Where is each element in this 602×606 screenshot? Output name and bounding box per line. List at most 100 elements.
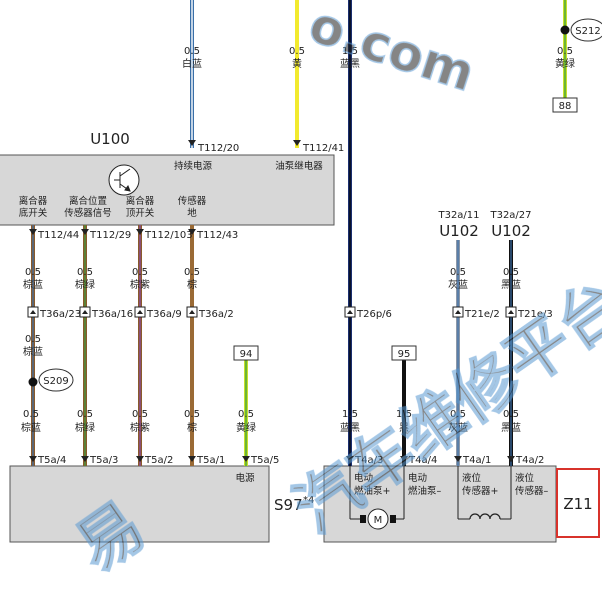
watermark-top: o.com (302, 0, 481, 103)
connector-95-box (391, 345, 417, 361)
wire-mid-1b-size: 0.5 (25, 334, 41, 345)
z11-pin-2: T4a/4 (408, 455, 437, 466)
u100-module-box (0, 154, 335, 226)
splice-s212-bubble (570, 18, 602, 42)
inline-connector-arrows (30, 310, 514, 314)
transistor-icon (108, 164, 140, 196)
z11-pin-1: T4a/3 (354, 455, 383, 466)
wire-mid-4-size: 0.5 (184, 267, 200, 278)
wire-low-1-size: 0.5 (23, 409, 39, 420)
mid-conn-6: T21e/2 (464, 309, 500, 320)
z11-pin-3: T4a/1 (462, 455, 491, 466)
wire-low-7-size: 1.5 (396, 409, 412, 420)
mid-conn-1: T36a/23 (39, 309, 81, 320)
z11-module-box (323, 465, 557, 543)
wire-low-8-size: 0.5 (450, 409, 466, 420)
u100-bl-3a: 离合器 (126, 195, 155, 207)
z11-lbl-3b: 传感器+ (462, 485, 498, 497)
u100-bl-2a: 离合位置 (69, 195, 107, 207)
wire-top-3-color: 蓝黑 (340, 58, 360, 70)
connector-94-box (233, 345, 259, 361)
u100-pin-b-1: T112/44 (37, 230, 79, 241)
u100-bl-1b: 底开关 (19, 207, 48, 219)
wire-low-8-color: 灰蓝 (448, 421, 468, 434)
u100-bl-3b: 顶开关 (126, 207, 155, 219)
wire-mid-2-color: 棕绿 (75, 278, 95, 291)
wire-mid-4-color: 棕 (187, 278, 197, 291)
z11-lbl-1b: 燃油泵+ (354, 485, 390, 497)
pin-arrows (29, 140, 515, 462)
wire-mid-1b-color: 棕蓝 (23, 345, 43, 358)
z11-lbl-1a: 电动 (354, 472, 373, 484)
z11-internal-lines (349, 466, 512, 520)
u102-label-1: U102 (439, 222, 479, 240)
wire-top-4-size: 0.5 (557, 46, 573, 57)
wire-low-5-color: 黄绿 (236, 421, 256, 434)
wire-top-1-size: 0.5 (184, 46, 200, 57)
s97-pin-5: T5a/5 (250, 455, 279, 466)
wire-low-9-size: 0.5 (503, 409, 519, 420)
wire-low-7-color: 黑 (399, 422, 409, 434)
z11-lbl-4b: 传感器– (515, 485, 549, 497)
mid-conn-4: T36a/2 (198, 309, 234, 320)
u102-pin-2: T32a/27 (489, 210, 531, 221)
mid-conn-2: T36a/16 (91, 309, 133, 320)
u100-func-2: 油泵继电器 (275, 160, 323, 172)
wire-low-1-color: 棕蓝 (21, 421, 41, 434)
s97-pin-3: T5a/2 (144, 455, 173, 466)
connector-88-label: 88 (559, 101, 572, 112)
wire-low-6-size: 1.5 (342, 409, 358, 420)
s97-label: S97 (274, 496, 303, 514)
splice-s209-bubble (38, 368, 74, 392)
wire-top-1-color: 白蓝 (182, 57, 202, 70)
splice-s212-label: S212 (575, 26, 600, 37)
u100-func-1: 持续电源 (174, 160, 213, 172)
z11-lbl-2b: 燃油泵– (408, 485, 442, 497)
s97-module-box (9, 465, 270, 543)
wire-mid-5-size: 0.5 (450, 267, 466, 278)
z11-pin-4: T4a/2 (515, 455, 544, 466)
wire-top-2-color: 黄 (292, 57, 302, 70)
u100-pin-b-4: T112/43 (196, 230, 238, 241)
u100-pin-top-1: T112/20 (197, 143, 239, 154)
wire-low-4-size: 0.5 (184, 409, 200, 420)
u102-label-2: U102 (491, 222, 531, 240)
u100-label: U100 (90, 130, 130, 148)
motor-icon: M (360, 508, 396, 530)
connector-95-label: 95 (398, 349, 411, 360)
u100-bl-2b: 传感器信号 (64, 207, 112, 219)
u100-pin-top-2: T112/41 (302, 143, 344, 154)
wire-low-6-color: 蓝黑 (340, 422, 360, 434)
wire-mid-5-color: 灰蓝 (448, 278, 468, 291)
splice-s209-dot (28, 377, 38, 387)
wire-low-3-color: 棕紫 (130, 421, 150, 434)
wire-mid-1-color: 棕蓝 (23, 278, 43, 291)
wire-mid-3-size: 0.5 (132, 267, 148, 278)
wire-top-4-color: 黄绿 (555, 57, 575, 70)
s97-sup: *4 (303, 495, 314, 506)
u102-pin-1: T32a/11 (437, 210, 479, 221)
s97-pin-2: T5a/3 (89, 455, 118, 466)
s97-power-label: 电源 (235, 472, 255, 484)
wire-mid-6-size: 0.5 (503, 267, 519, 278)
splice-s212-dot (560, 25, 570, 35)
wire-mid-3-color: 棕紫 (130, 278, 150, 291)
z11-highlight-box (556, 468, 600, 538)
u100-bl-1a: 离合器 (19, 195, 48, 207)
wire-low-9-color: 黑蓝 (501, 422, 521, 434)
motor-label: M (374, 515, 383, 526)
wire-low-4-color: 棕 (187, 421, 197, 434)
wire-mid-2-size: 0.5 (77, 267, 93, 278)
coil-icon (469, 513, 501, 520)
wire-top-3-size: 1.5 (342, 46, 358, 57)
connector-88-box (552, 97, 578, 113)
connector-94-label: 94 (240, 349, 253, 360)
wire-low-2-color: 棕绿 (75, 421, 95, 434)
u100-pin-b-3: T112/103 (144, 230, 193, 241)
u100-bl-4a: 传感器 (178, 195, 207, 207)
mid-conn-7: T21e/3 (517, 309, 553, 320)
z11-label: Z11 (563, 495, 592, 513)
wire-mid-1-size: 0.5 (25, 267, 41, 278)
wire-low-2-size: 0.5 (77, 409, 93, 420)
